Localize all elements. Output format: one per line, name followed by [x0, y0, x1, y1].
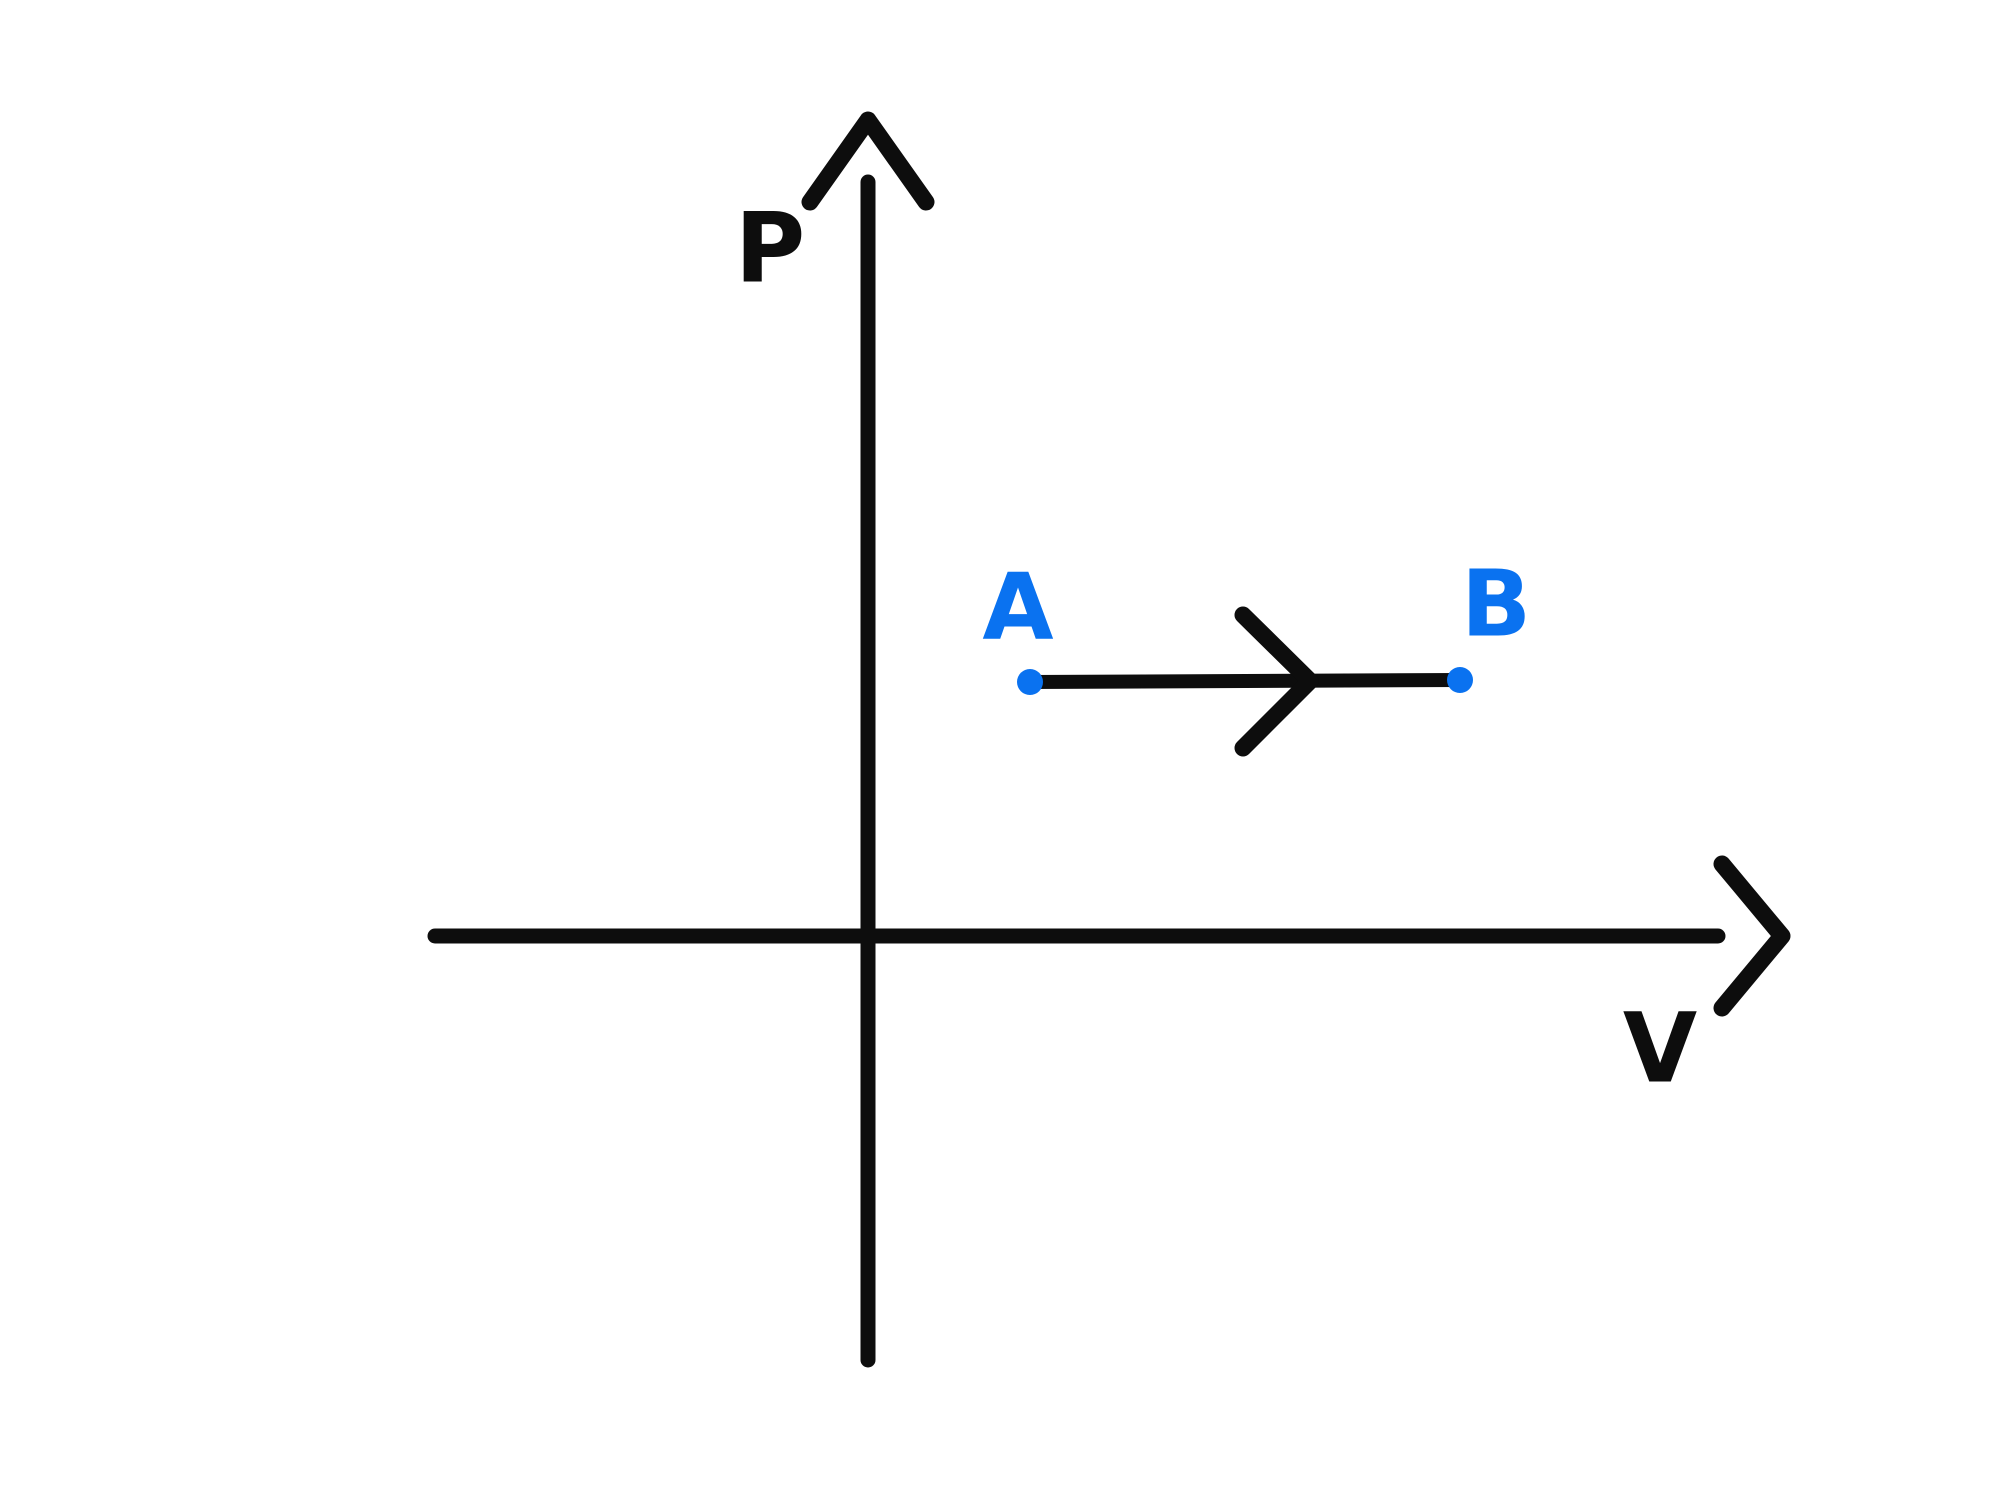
state-point-b — [1447, 667, 1473, 693]
state-point-markers — [1017, 667, 1473, 695]
process-line-a-to-b — [1023, 673, 1467, 689]
process-direction-arrow-icon — [1234, 606, 1319, 757]
y-axis-arrowhead-icon — [801, 111, 935, 211]
x-axis-arrowhead-icon — [1713, 855, 1791, 1017]
state-label-b: B — [1461, 550, 1531, 657]
state-label-a: A — [982, 553, 1053, 660]
x-axis-group: V — [427, 855, 1791, 1104]
process-path-group — [1023, 606, 1467, 757]
state-point-a — [1017, 669, 1043, 695]
y-axis-group: P — [735, 111, 935, 1368]
x-axis-label: V — [1623, 992, 1697, 1104]
y-axis-label: P — [735, 192, 805, 304]
